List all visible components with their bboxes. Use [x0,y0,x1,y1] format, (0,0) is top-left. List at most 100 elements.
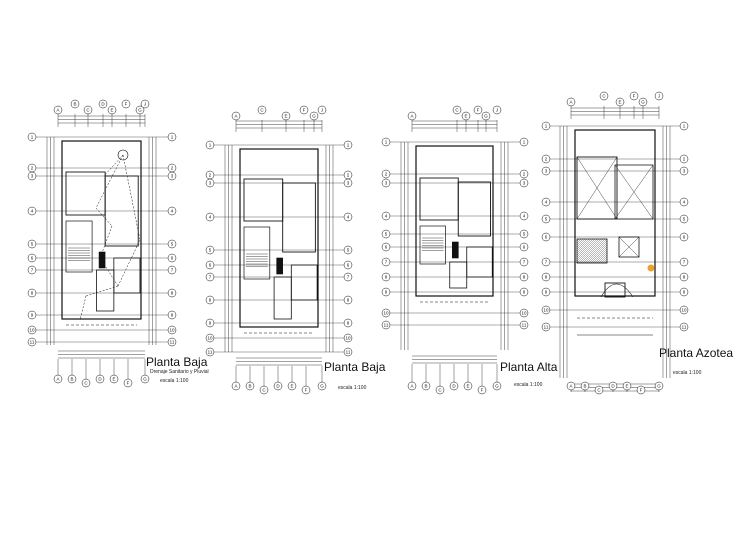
planta-baja-outer-wall [239,148,319,328]
planta-azotea-bubble-top-G-circle [638,97,648,107]
planta-azotea-bubble-left-2-label: 2 [545,157,548,162]
planta-baja-drenaje-bubble-left-5-label: 5 [31,242,34,247]
planta-alta-bubble-left-8-circle [381,272,391,282]
planta-baja-drenaje-bubble-left-10-circle [27,325,37,335]
planta-alta-bubble-bottom-C-label: C [438,388,442,393]
planta-baja-bubble-left-5-label: 5 [209,248,212,253]
planta-baja-drenaje-bubble-right-8-circle [167,288,177,298]
planta-baja-drenaje-bubble-bottom-F-circle [123,378,133,388]
planta-baja-bubble-right-3-label: 3 [347,181,350,186]
hatch-line [576,238,598,260]
planta-baja-bubble-top-F-circle [299,105,309,115]
planta-alta-bubble-right-9-label: 9 [523,290,526,295]
planta-baja-room-hall [273,276,292,320]
planta-alta-bubble-right-7-label: 7 [523,260,526,265]
planta-baja-drenaje-bubble-top-J-circle [140,99,150,109]
planta-azotea-bubble-right-5-label: 5 [683,217,686,222]
planta-azotea-roof-slope [576,156,618,220]
planta-baja-room-stair [243,226,271,280]
planta-azotea-bubble-top-C-label: C [602,94,606,99]
hatch-line [576,238,588,250]
planta-baja-bubble-top-G-label: G [312,114,316,119]
planta-baja-drenaje-bubble-right-11-label: 11 [170,340,175,345]
planta-baja-drenaje-bubble-bottom-F-label: F [127,381,130,386]
planta-baja-bubble-top-A-circle [231,111,241,121]
planta-baja-bubble-right-8-label: 8 [347,298,350,303]
hatch-line [576,238,594,256]
title-planta-azotea: Planta Azotea [659,346,734,360]
planta-baja-drenaje-bubble-right-1-circle [167,132,177,142]
planta-azotea-bubble-left-4-circle [541,197,551,207]
planta-azotea-roof-slab-a [576,156,618,220]
planta-alta-bubble-right-10-circle [519,308,529,318]
planta-baja-drenaje-bubble-top-G-circle [135,105,145,115]
registro-circle [117,149,129,161]
planta-baja-drenaje-bubble-bottom-C-circle [81,378,91,388]
planta-baja-drenaje-bubble-bottom-D-label: D [98,377,102,382]
planta-baja-bubble-left-5-circle [205,245,215,255]
planta-alta-bubble-left-11-circle [381,320,391,330]
planta-alta-bubble-bottom-F-label: F [481,388,484,393]
hatch-line [576,238,602,264]
planta-azotea-hatch-tinaco [576,238,608,264]
hatch-line [592,248,608,264]
planta-azotea-roof-slope [614,164,654,220]
planta-azotea-bubble-right-6-label: 6 [683,235,686,240]
planta-alta-bubble-left-2-circle [381,169,391,179]
planta-azotea-bubble-bottom-F-circle [636,385,646,395]
planta-baja-bubble-left-4-label: 4 [209,215,212,220]
planta-alta-outer-wall [415,145,494,297]
drain-pipe [79,295,87,321]
planta-alta-bubble-top-J-circle [492,105,502,115]
planta-alta-bubble-left-9-circle [381,287,391,297]
planta-baja-bubble-right-11-circle [343,347,353,357]
scale-planta-baja-drenaje: escala 1:100 [160,378,189,384]
hatch-line [588,244,608,264]
planta-baja-drenaje-bubble-left-9-label: 9 [31,313,34,318]
planta-baja-drenaje-bubble-left-6-circle [27,253,37,263]
planta-baja-drenaje-bubble-left-8-label: 8 [31,291,34,296]
planta-azotea-bubble-left-2-circle [541,154,551,164]
planta-alta-bubble-right-1-circle [519,137,529,147]
planta-alta-bubble-bottom-E-circle [463,381,473,391]
planta-baja-room-living [243,178,284,222]
planta-azotea-bubble-right-2-label: 2 [683,157,686,162]
planta-baja-drenaje-bubble-right-7-circle [167,265,177,275]
planta-baja-drenaje-bubble-top-B-circle [70,99,80,109]
hatch-line [576,238,584,246]
planta-baja-drenaje-bubble-right-7-label: 7 [171,268,174,273]
planta-baja-drenaje-bubble-right-9-circle [167,310,177,320]
planta-alta-bubble-right-1-label: 1 [523,140,526,145]
planta-azotea-bubble-left-7-circle [541,257,551,267]
planta-alta-bubble-left-3-circle [381,178,391,188]
planta-baja-drenaje-bubble-right-6-circle [167,253,177,263]
planta-baja-drenaje-bubble-right-3-label: 3 [171,174,174,179]
planta-baja-drenaje-bubble-right-11-circle [167,337,177,347]
planta-azotea-bubble-right-7-label: 7 [683,260,686,265]
planta-alta-bubble-bottom-A-circle [407,381,417,391]
planta-baja-bubble-bottom-B-circle [245,381,255,391]
planta-baja-drenaje-room-hall [96,269,115,312]
planta-azotea-bubble-left-8-circle [541,272,551,282]
hatch-line [576,238,596,258]
planta-baja-bubble-right-7-label: 7 [347,275,350,280]
planta-azotea-bubble-top-E-circle [615,97,625,107]
planta-baja-drenaje-bubble-right-3-circle [167,171,177,181]
planta-baja-column [276,257,283,275]
planta-baja-drenaje-bubble-right-5-label: 5 [171,242,174,247]
planta-baja-bubble-bottom-G-circle [317,381,327,391]
planta-azotea-bubble-left-1-label: 1 [545,124,548,129]
planta-azotea-bubble-bottom-D-label: D [611,384,615,389]
scale-planta-alta: escala 1:100 [514,382,543,388]
planta-baja-bubble-right-9-label: 9 [347,321,350,326]
planta-azotea-bubble-right-10-circle [679,305,689,315]
planta-azotea-bubble-bottom-A-label: A [569,384,572,389]
planta-baja-drenaje-bubble-left-6-label: 6 [31,256,34,261]
planta-alta-bubble-right-11-circle [519,320,529,330]
planta-azotea-bubble-right-11-label: 11 [682,325,687,330]
planta-azotea-bubble-left-7-label: 7 [545,260,548,265]
drain-pipe [117,239,141,287]
planta-baja-bubble-top-A-label: A [234,114,237,119]
planta-alta-bubble-left-7-label: 7 [385,260,388,265]
planta-azotea-stair-x [618,236,640,258]
